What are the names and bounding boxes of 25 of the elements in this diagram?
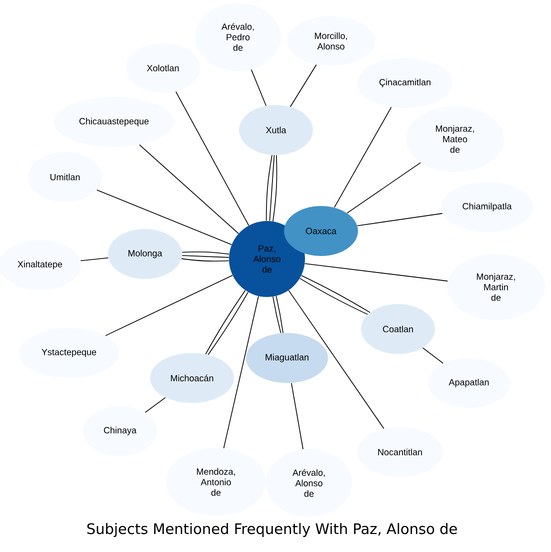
connector-line bbox=[266, 154, 272, 222]
connector-line bbox=[304, 263, 448, 282]
connector-line bbox=[80, 257, 109, 262]
connector-line bbox=[334, 106, 392, 208]
connector-line bbox=[276, 296, 284, 334]
connector-line bbox=[356, 213, 443, 226]
connector-line bbox=[290, 64, 317, 108]
connector-line bbox=[182, 251, 230, 255]
chart-title: Subjects Mentioned Frequently With Paz, Alonso de bbox=[87, 522, 457, 537]
connector-line bbox=[291, 382, 304, 450]
connector-line bbox=[181, 258, 230, 262]
connector-line bbox=[422, 347, 444, 364]
connector-line bbox=[144, 397, 166, 413]
connector-line bbox=[346, 162, 421, 214]
connector-line bbox=[250, 69, 266, 106]
connector-line bbox=[139, 144, 239, 234]
connector-line bbox=[175, 91, 250, 226]
connector-line bbox=[223, 296, 259, 449]
connector-line bbox=[269, 154, 275, 222]
connector-line bbox=[272, 154, 278, 222]
connector-line bbox=[105, 274, 233, 336]
connector-line bbox=[182, 255, 230, 258]
connector-line bbox=[96, 190, 232, 246]
connector-line bbox=[288, 290, 384, 430]
connector-line bbox=[272, 296, 282, 334]
